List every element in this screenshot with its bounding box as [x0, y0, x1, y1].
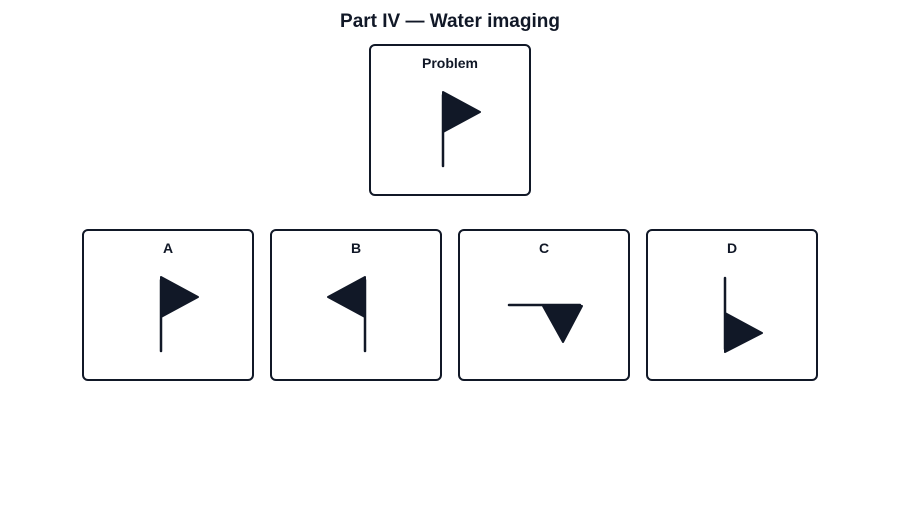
- option-b-card[interactable]: B: [270, 229, 442, 381]
- page-title: Part IV — Water imaging: [340, 11, 560, 32]
- option-b-label: B: [350, 240, 362, 256]
- problem-card: Problem: [369, 44, 531, 196]
- flag-pointing-right-icon: [441, 91, 481, 168]
- flag-upside-down-icon: [723, 276, 763, 353]
- flag-pointing-right-icon: [159, 276, 199, 353]
- option-d-card[interactable]: D: [646, 229, 818, 381]
- flag-pointing-left-icon: [327, 276, 367, 353]
- option-a-card[interactable]: A: [82, 229, 254, 381]
- flag-upside-down-rotated-icon: [507, 303, 583, 343]
- option-d-label: D: [726, 240, 738, 256]
- problem-label: Problem: [421, 55, 478, 71]
- option-c-label: C: [538, 240, 550, 256]
- option-a-label: A: [162, 240, 174, 256]
- option-c-card[interactable]: C: [458, 229, 630, 381]
